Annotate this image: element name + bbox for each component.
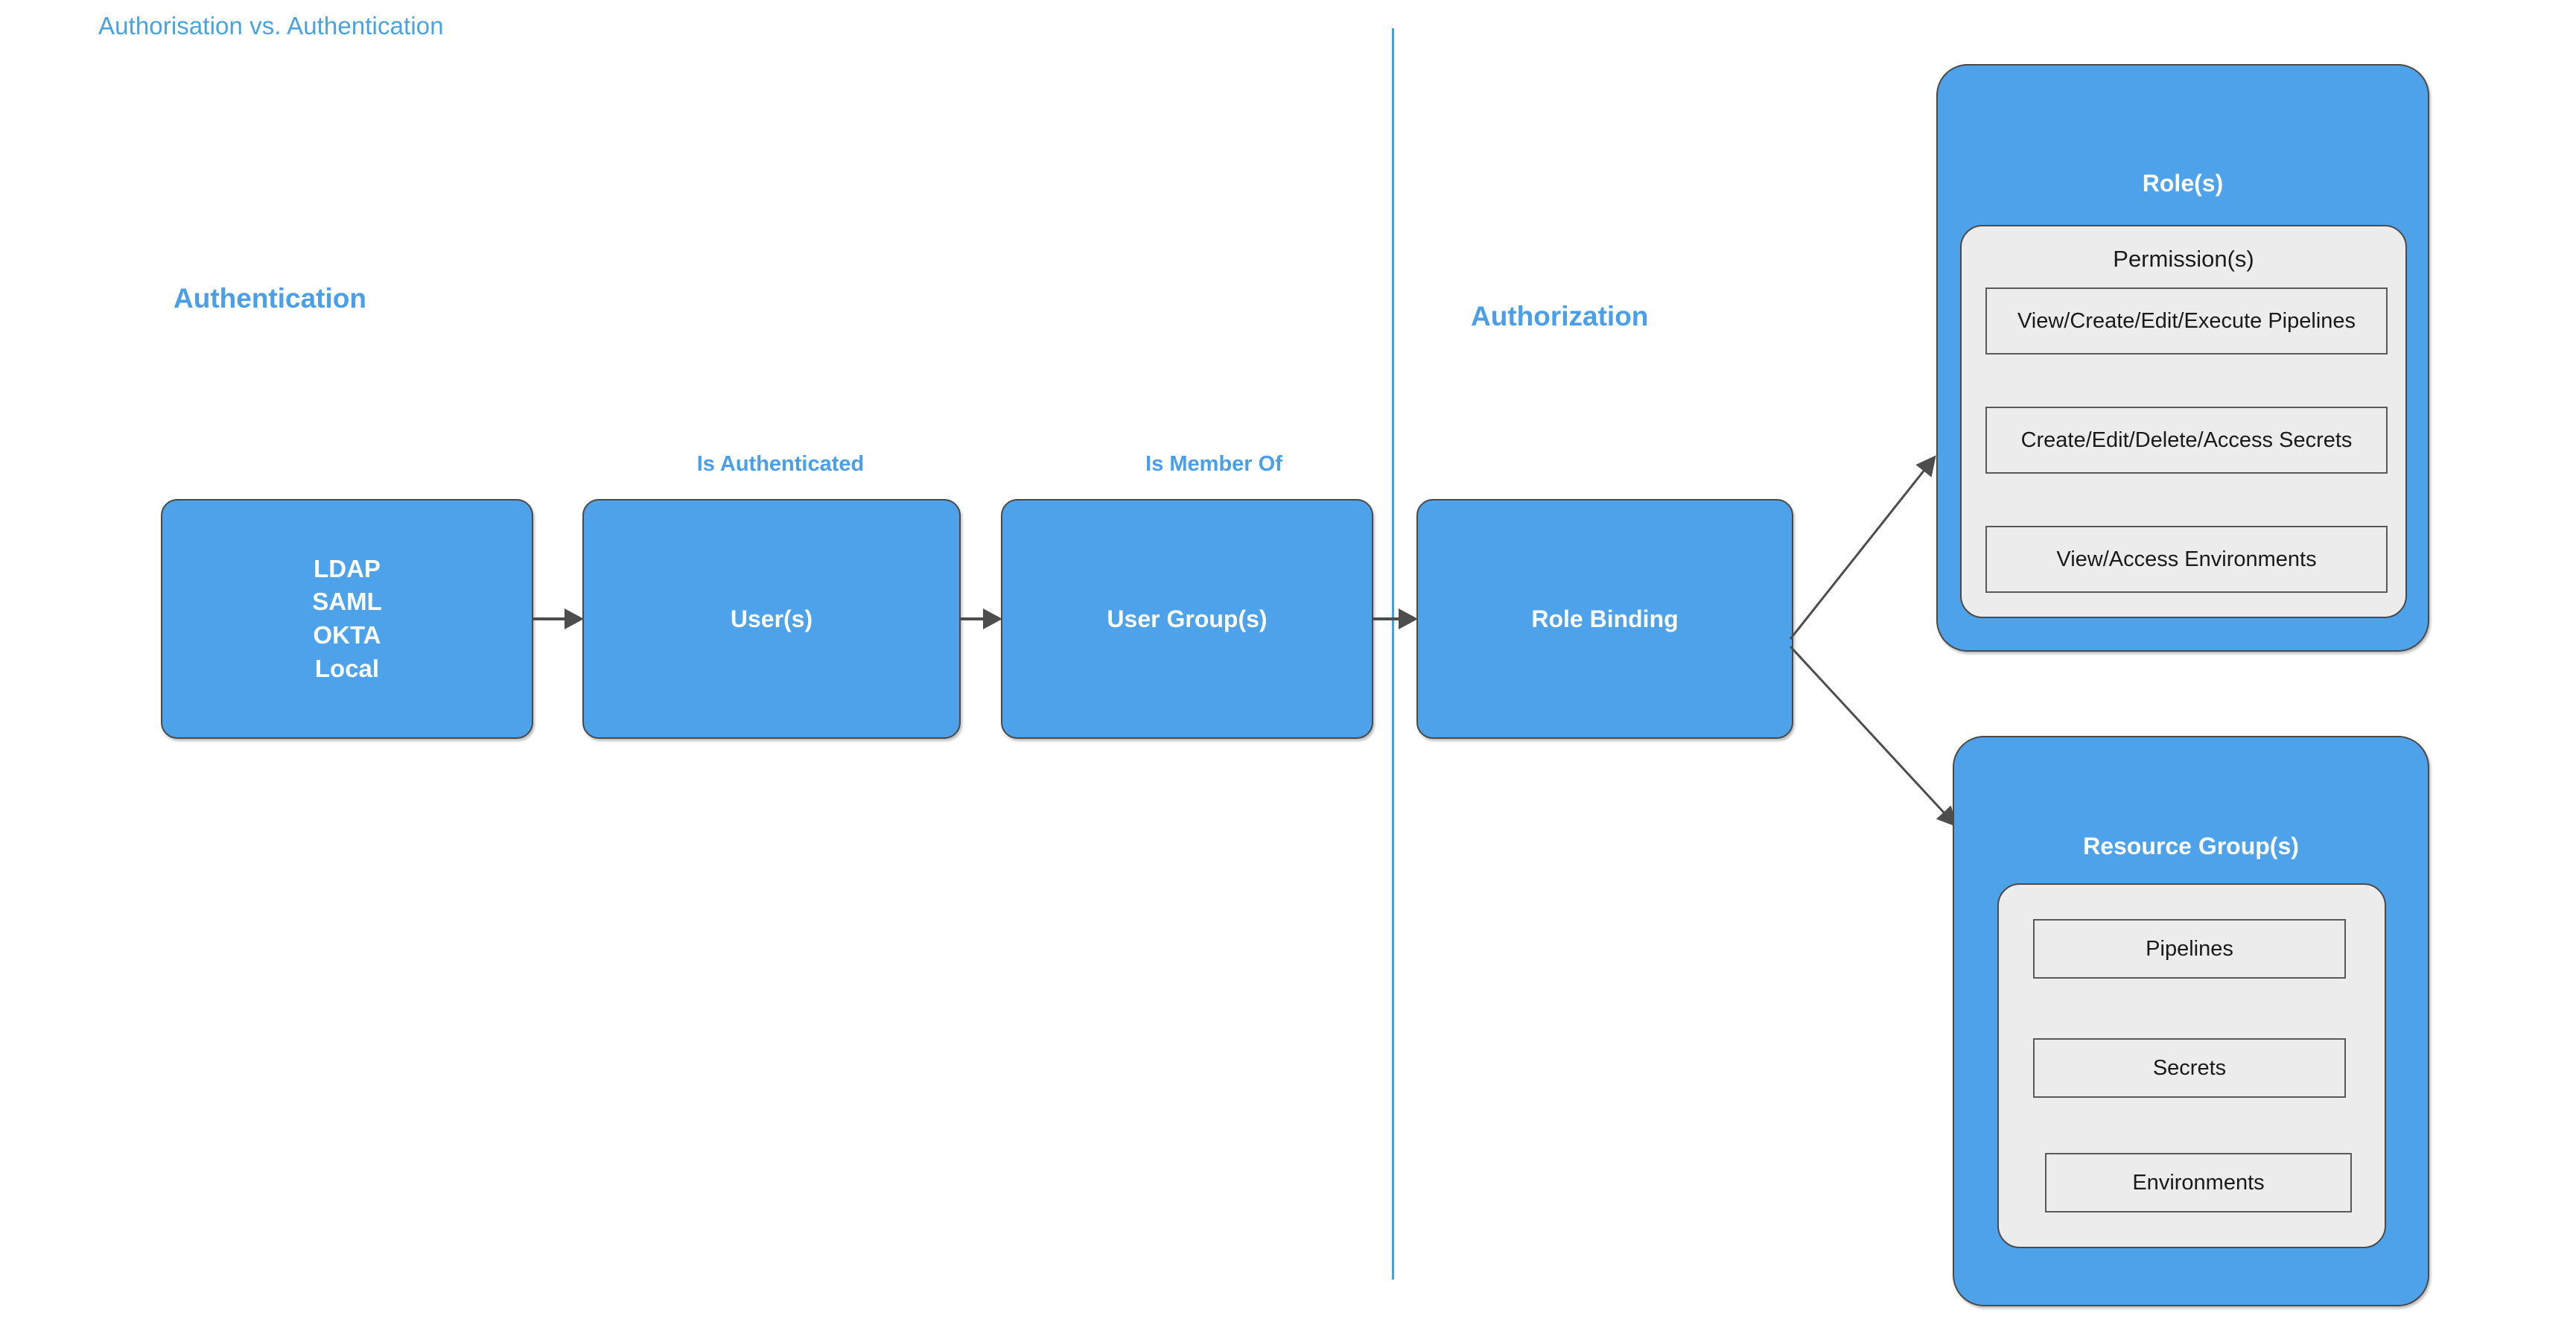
panel-roles[interactable]: Role(s) Permission(s) View/Create/Edit/E… (1936, 64, 2429, 652)
permission-item[interactable]: View/Create/Edit/Execute Pipelines (1985, 287, 2388, 355)
node-role-binding[interactable]: Role Binding (1416, 499, 1793, 739)
branch-arrows-group (1789, 455, 1958, 827)
resource-item[interactable]: Environments (2045, 1153, 2352, 1212)
resource-item[interactable]: Pipelines (2033, 919, 2346, 979)
node-role-binding-label: Role Binding (1531, 605, 1679, 632)
node-users[interactable]: User(s) (582, 499, 961, 739)
arrow-users-to-user-groups (961, 608, 1002, 629)
edge-label-is-member-of: Is Member Of (1145, 452, 1282, 476)
arrow-user-groups-to-role-binding (1373, 608, 1418, 629)
panel-resource-groups[interactable]: Resource Group(s) Pipelines Secrets Envi… (1953, 736, 2429, 1306)
arrow-role-binding-to-resource-groups (1789, 645, 1958, 827)
arrow-idp-to-users (533, 608, 584, 629)
node-users-label: User(s) (730, 605, 813, 632)
node-identity-providers[interactable]: LDAP SAML OKTA Local (161, 499, 533, 739)
idp-line-local: Local (314, 654, 380, 682)
panel-permissions: Permission(s) View/Create/Edit/Execute P… (1960, 225, 2407, 618)
panel-roles-title: Role(s) (2142, 170, 2224, 197)
idp-line-ldap: LDAP (314, 554, 381, 582)
authorization-heading: Authorization (1471, 301, 1649, 331)
permission-item[interactable]: Create/Edit/Delete/Access Secrets (1985, 407, 2388, 474)
idp-line-saml: SAML (312, 588, 382, 616)
idp-line-okta: OKTA (313, 621, 381, 649)
arrow-role-binding-to-roles (1789, 455, 1936, 640)
page-title: Authorisation vs. Authentication (98, 12, 444, 39)
edge-label-is-authenticated: Is Authenticated (696, 452, 865, 476)
authentication-heading: Authentication (174, 283, 366, 314)
panel-resource-groups-title: Resource Group(s) (2083, 833, 2299, 859)
section-divider-line (1392, 28, 1394, 1280)
resource-item[interactable]: Secrets (2033, 1038, 2346, 1098)
resource-list-container: Pipelines Secrets Environments (1997, 883, 2386, 1248)
permission-item[interactable]: View/Access Environments (1985, 526, 2388, 593)
permissions-title: Permission(s) (2113, 246, 2254, 272)
node-user-groups[interactable]: User Group(s) (1001, 499, 1373, 739)
node-user-groups-label: User Group(s) (1107, 605, 1268, 632)
